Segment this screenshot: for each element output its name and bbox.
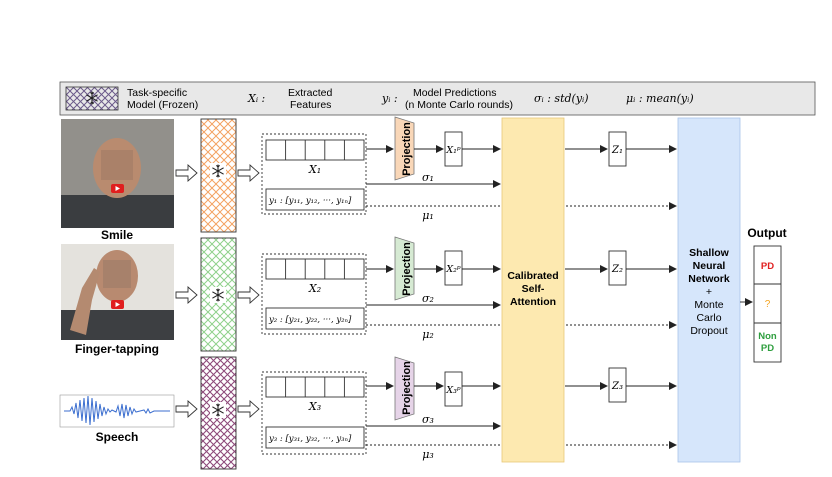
projected-feature-finger-tapping bbox=[444, 250, 463, 286]
legend-bar bbox=[59, 81, 816, 116]
legend-mu-def: μᵢ : mean(yᵢ) bbox=[626, 92, 694, 105]
output-group-speech bbox=[261, 371, 367, 455]
projected-label-smile: X₁ᵖ bbox=[445, 145, 461, 156]
z-vector-finger-tapping bbox=[608, 250, 627, 286]
projection-layer-smile bbox=[394, 116, 415, 181]
task-label-speech: Speech bbox=[96, 430, 139, 444]
task-row-speech: Speech X₃ y₃ : [y₃₁, y₃₂, ···, y₃ₙ] Proj… bbox=[59, 356, 677, 470]
projection-layer-speech bbox=[394, 356, 415, 421]
projected-label-speech: X₃ᵖ bbox=[445, 385, 461, 396]
network-label-6: Dropout bbox=[690, 325, 727, 337]
predictions-box-smile bbox=[265, 188, 365, 211]
z-label-finger-tapping: Z₂ bbox=[611, 264, 623, 275]
output-non-pd-2: PD bbox=[761, 343, 774, 354]
predictions-speech: y₃ : [y₃₁, y₃₂, ···, y₃ₙ] bbox=[268, 434, 352, 444]
mu-label-smile: μ₁ bbox=[422, 209, 434, 222]
network-plus: + bbox=[706, 286, 712, 298]
task-label-finger-tapping: Finger-tapping bbox=[75, 342, 159, 356]
feature-vector-smile bbox=[265, 139, 365, 161]
feature-vector-finger-tapping bbox=[265, 258, 365, 280]
z-label-smile: Z₁ bbox=[611, 145, 623, 156]
output-column bbox=[753, 245, 782, 363]
feature-label-smile: X₁ bbox=[308, 163, 321, 176]
output-unknown: ? bbox=[765, 299, 771, 310]
z-label-speech: Z₃ bbox=[611, 381, 623, 392]
legend-frozen-title-1: Task-specific bbox=[127, 87, 187, 99]
feature-label-finger-tapping: X₂ bbox=[308, 282, 321, 295]
mu-label-finger-tapping: μ₂ bbox=[422, 328, 434, 341]
legend-y-label-2: (n Monte Carlo rounds) bbox=[405, 99, 513, 111]
task-row-finger-tapping: Finger-tapping X₂ y₂ : [y₂₁, y₂₂, ···, y… bbox=[61, 236, 677, 356]
shallow-neural-network-block bbox=[677, 117, 741, 463]
legend-sigma-def: σᵢ : std(yᵢ) bbox=[534, 92, 589, 105]
projection-label-smile: Projection bbox=[401, 122, 413, 176]
mu-label-speech: μ₃ bbox=[422, 448, 434, 461]
network-label-2: Neural bbox=[693, 260, 726, 272]
projection-label-finger-tapping: Projection bbox=[401, 242, 413, 296]
legend-x-label-2: Features bbox=[290, 99, 331, 111]
output-pd: PD bbox=[761, 261, 774, 272]
output-group-finger-tapping bbox=[261, 253, 367, 335]
feature-label-speech: X₃ bbox=[308, 400, 321, 413]
legend-x-label-1: Extracted bbox=[288, 87, 333, 99]
projection-label-speech: Projection bbox=[401, 361, 413, 415]
legend-frozen-title-2: Model (Frozen) bbox=[127, 99, 198, 111]
calibrated-self-attention-block bbox=[501, 117, 565, 463]
sigma-label-smile: σ₁ bbox=[422, 171, 434, 184]
legend-x-symbol: Xᵢ : bbox=[247, 92, 265, 105]
sigma-label-speech: σ₃ bbox=[422, 413, 434, 426]
network-label-5: Carlo bbox=[696, 312, 721, 324]
projected-label-finger-tapping: X₂ᵖ bbox=[445, 264, 461, 275]
attention-label-3: Attention bbox=[510, 296, 556, 308]
predictions-smile: y₁ : [y₁₁, y₁₂, ···, y₁ₙ] bbox=[268, 196, 352, 206]
network-label-4: Monte bbox=[694, 299, 723, 311]
attention-label-1: Calibrated bbox=[507, 270, 558, 282]
predictions-box-speech bbox=[265, 426, 365, 449]
task-row-smile: Smile X₁ y₁ : [y₁₁, y₁₂, ···, y₁ₙ] Proje… bbox=[61, 116, 677, 242]
output-non-pd-1: Non bbox=[758, 331, 777, 342]
attention-label-2: Self- bbox=[522, 283, 545, 295]
legend-y-symbol: yᵢ : bbox=[381, 92, 398, 105]
output-title: Output bbox=[747, 226, 786, 240]
sigma-label-finger-tapping: σ₂ bbox=[422, 292, 434, 305]
task-label-smile: Smile bbox=[101, 228, 133, 242]
projection-layer-finger-tapping bbox=[394, 236, 415, 301]
legend-y-label-1: Model Predictions bbox=[413, 87, 496, 99]
network-label-3: Network bbox=[688, 273, 730, 285]
feature-vector-speech bbox=[265, 376, 365, 398]
network-label-1: Shallow bbox=[689, 247, 730, 259]
predictions-finger-tapping: y₂ : [y₂₁, y₂₂, ···, y₂ₙ] bbox=[268, 315, 352, 325]
z-vector-speech bbox=[608, 367, 627, 403]
projected-feature-speech bbox=[444, 371, 463, 407]
predictions-box-finger-tapping bbox=[265, 307, 365, 330]
output-group-smile bbox=[261, 133, 367, 215]
